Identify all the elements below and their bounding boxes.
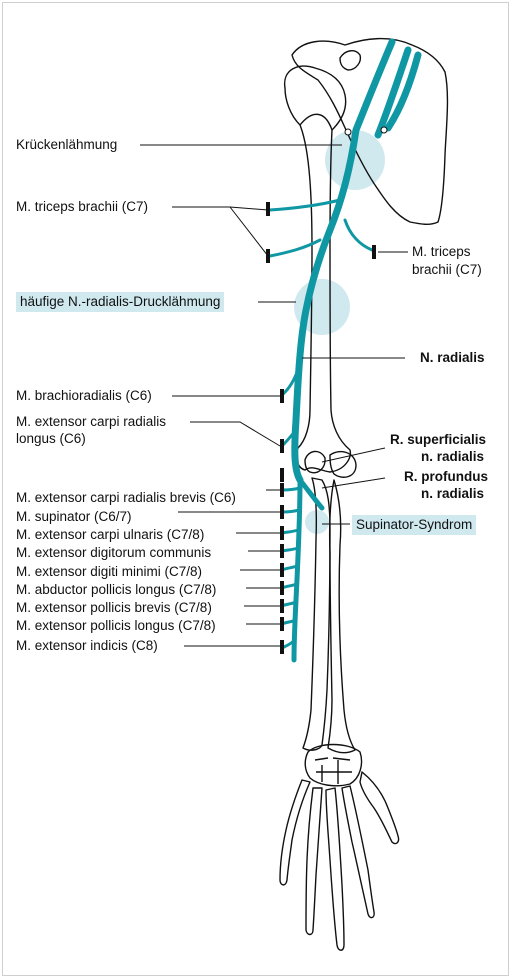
label-ecrl-1: M. extensor carpi radialis [16,414,166,430]
label-brachioradialis: M. brachioradialis (C6) [16,388,152,404]
tick-supinator [280,505,284,519]
plexus-marker-2 [381,127,387,133]
label-edm: M. extensor digiti minimi (C7/8) [16,564,202,580]
label-ecu: M. extensor carpi ulnaris (C7/8) [16,527,204,543]
label-n-radialis: N. radialis [420,350,485,366]
label-triceps-right-1: M. triceps [412,244,471,260]
coracoid [340,51,360,70]
tick-triceps-left-2 [266,249,270,263]
tick-triceps-right [372,245,376,259]
thumb [360,772,399,844]
tick-apl [280,581,284,595]
tick-brachioradialis [280,389,284,403]
label-r-superficialis-2: n. radialis [421,449,484,465]
leader-r-profundus [322,478,385,488]
label-triceps-left: M. triceps brachii (C7) [16,199,148,215]
label-supinator-syndrome: Supinator-Syndrom [352,515,476,535]
triceps-branch-right [345,220,372,250]
tick-triceps-left-1 [266,202,270,216]
leader-r-superficialis [322,448,385,462]
label-r-profundus-1: R. profundus [404,469,488,485]
edc-branch [282,548,298,551]
label-crutch-palsy: Krückenlähmung [16,137,117,153]
label-ecrb: M. extensor carpi radialis brevis (C6) [16,490,236,506]
plexus-marker-1 [345,129,351,135]
leader-triceps-left-a [230,207,268,210]
r-profundus [294,480,300,660]
label-r-superficialis-1: R. superficialis [390,432,486,448]
scapula [292,39,447,225]
ecu-branch [282,530,298,533]
tick-ecrb-a [280,468,284,482]
label-epb: M. extensor pollicis brevis (C7/8) [16,600,212,616]
label-pressure-palsy: häufige N.-radialis-Drucklähmung [16,292,224,312]
supinator-branch [282,510,299,512]
finger-ring [306,788,322,935]
label-edc: M. extensor digitorum communis [16,545,211,561]
finger-index [342,786,374,918]
humerus-head-line [300,114,332,130]
finger-little [280,780,310,885]
tick-epl [280,617,284,631]
tick-edm [280,563,284,577]
label-apl: M. abductor pollicis longus (C7/8) [16,582,216,598]
label-ecrl-2: longus (C6) [16,431,86,447]
leader-triceps-left-b [230,207,268,256]
tick-ecu [280,526,284,540]
label-supinator: M. supinator (C6/7) [16,509,132,525]
r-superficialis [300,480,322,508]
label-epl: M. extensor pollicis longus (C7/8) [16,618,216,634]
ecrb-branch [282,488,300,490]
label-eip: M. extensor indicis (C8) [16,638,158,654]
tick-eip [280,640,284,654]
tick-ecrb [280,483,284,497]
label-r-profundus-2: n. radialis [421,486,484,502]
tick-ecrl [280,439,284,453]
edm-branch [282,566,297,570]
tick-edc [280,544,284,558]
innervation-ticks [266,202,376,654]
tick-epb [280,599,284,613]
leader-ecrl [190,422,280,446]
label-triceps-right-2: brachii (C7) [412,262,482,278]
radius [328,480,355,753]
finger-middle [326,788,344,950]
